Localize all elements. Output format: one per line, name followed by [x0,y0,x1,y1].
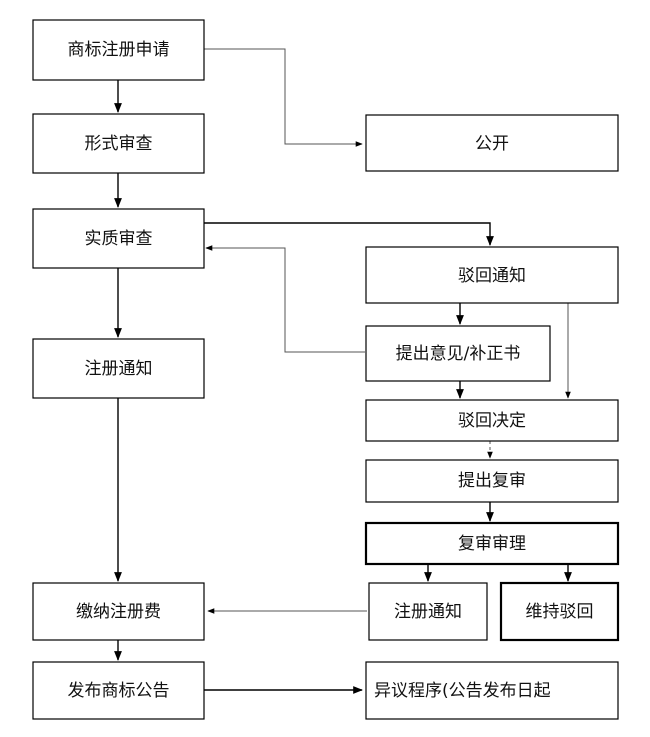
node-label: 商标注册申请 [68,40,170,60]
node-label: 驳回通知 [458,266,526,286]
node-submit-opinion: 提出意见/补正书 [365,325,551,382]
node-label: 异议程序(公告发布日起 [374,681,551,701]
arrow-substantive-to-rejection-notice [204,222,494,246]
node-label: 实质审查 [85,229,153,249]
node-rejection-notice: 驳回通知 [365,246,619,304]
node-label: 缴纳注册费 [76,602,161,622]
node-publish-announcement: 发布商标公告 [32,661,205,720]
node-label: 发布商标公告 [68,681,170,701]
node-label: 注册通知 [394,602,462,622]
node-label: 公开 [475,134,509,154]
node-label: 驳回决定 [458,411,526,431]
node-substantive-exam: 实质审查 [32,208,205,269]
node-label: 提出意见/补正书 [396,344,521,364]
node-application: 商标注册申请 [32,19,205,81]
node-formal-exam: 形式审查 [32,113,205,174]
node-rejection-decision: 驳回决定 [365,399,619,442]
node-request-review: 提出复审 [365,459,619,503]
node-uphold-rejection: 维持驳回 [499,581,620,642]
node-registration-notice-right: 注册通知 [368,582,488,641]
node-review-hearing: 复审审理 [364,521,620,566]
node-label: 形式审查 [85,134,153,154]
node-pay-fee: 缴纳注册费 [32,582,205,641]
arrow-opinion-back-to-substantive [205,245,365,353]
arrow-application-to-publication [204,48,363,147]
node-registration-notice-left: 注册通知 [32,338,205,399]
node-label: 提出复审 [458,471,526,491]
node-label: 注册通知 [85,359,153,379]
node-label: 维持驳回 [526,602,594,622]
connectors [114,48,572,694]
node-opposition: 异议程序(公告发布日起 [365,661,619,720]
node-label: 复审审理 [458,534,526,554]
node-publication: 公开 [365,114,619,172]
